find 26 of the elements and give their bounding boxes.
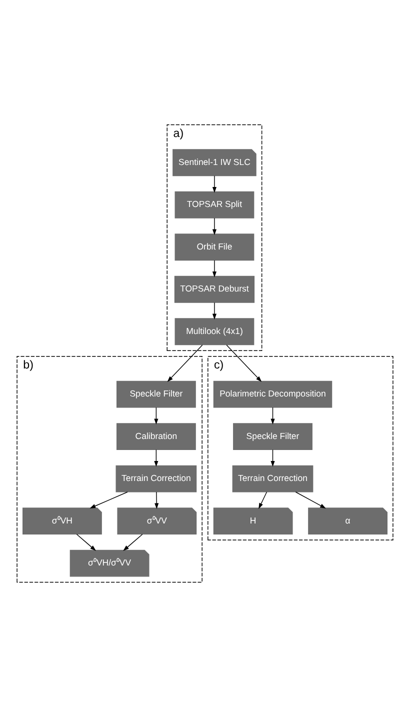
arrow (76, 533, 96, 550)
arrow (154, 448, 158, 466)
arrow (154, 491, 159, 509)
arrow (212, 174, 217, 192)
arrow (226, 344, 262, 382)
arrow (270, 406, 275, 424)
arrow (212, 259, 217, 277)
node-box: Calibration (116, 422, 196, 450)
arrow (212, 217, 217, 235)
arrow (167, 344, 203, 382)
node-box: Terrain Correction (232, 464, 314, 492)
node-box: Orbit File (174, 233, 254, 260)
arrow (123, 533, 143, 550)
node-box: Terrain Correction (116, 464, 197, 492)
arrow (270, 448, 275, 466)
node-box: Polarimetric Decomposition (213, 380, 332, 408)
arrow (295, 491, 326, 508)
arrow (90, 491, 128, 508)
node-box: Speckle Filter (233, 422, 312, 450)
node-box: TOPSAR Split (174, 190, 254, 218)
arrow (258, 491, 268, 508)
node-box: Multilook (4x1) (174, 318, 254, 345)
node-box: Speckle Filter (116, 380, 196, 408)
node-box: TOPSAR Deburst (174, 275, 255, 302)
arrow (154, 406, 158, 424)
arrow (212, 302, 217, 320)
